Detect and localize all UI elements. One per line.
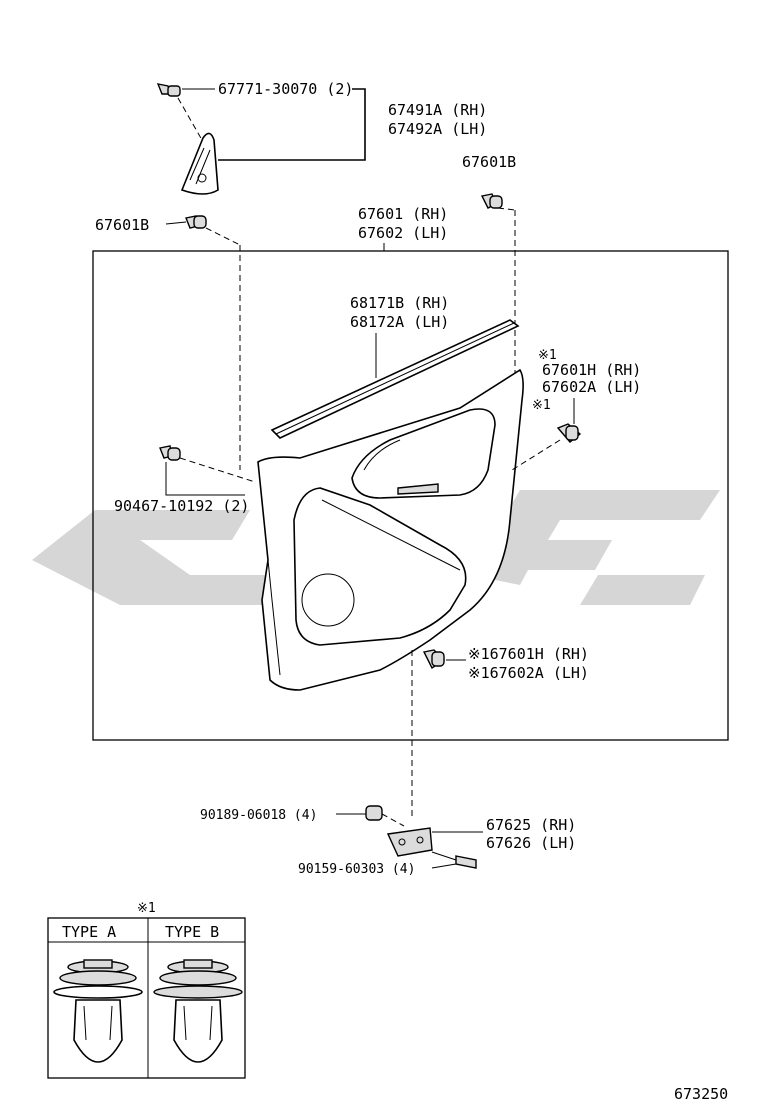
label-weatherstrip-rh: 68171B (RH) bbox=[350, 294, 449, 312]
clip-type-a-icon bbox=[53, 959, 143, 1063]
label-clip-h-lh: 67602A (LH) bbox=[542, 378, 641, 396]
clip-icon bbox=[480, 193, 503, 209]
figure-number: 673250 bbox=[674, 1085, 728, 1103]
label-screw-90159: 90159-60303 (4) bbox=[298, 862, 415, 877]
label-panel-lh: 67602 (LH) bbox=[358, 224, 448, 242]
weatherstrip bbox=[270, 319, 520, 439]
label-bracket-rh: 67625 (RH) bbox=[486, 816, 576, 834]
legend-mark: ※1 bbox=[137, 901, 156, 916]
legend-type-a: TYPE A bbox=[62, 923, 116, 941]
bracket-icon bbox=[386, 827, 433, 857]
door-trim-panel bbox=[257, 368, 524, 691]
label-screw-90467: 90467-10192 (2) bbox=[114, 497, 249, 515]
label-clip-h-rh: 67601H (RH) bbox=[542, 361, 641, 379]
panel-frame bbox=[92, 250, 729, 741]
screw-icon bbox=[431, 851, 477, 869]
nut-icon bbox=[365, 805, 383, 821]
label-pillar-lh: 67492A (LH) bbox=[388, 120, 487, 138]
label-bolt-top: 67771-30070 (2) bbox=[218, 80, 353, 98]
label-mark-1a: ※1 bbox=[538, 348, 557, 363]
clip-icon bbox=[556, 423, 582, 443]
label-clip-67601b-left: 67601B bbox=[95, 216, 149, 234]
label-nut-90189: 90189-06018 (4) bbox=[200, 808, 317, 823]
label-clip-lower-lh: ※167602A (LH) bbox=[468, 664, 589, 682]
label-clip-67601b-right: 67601B bbox=[462, 153, 516, 171]
bolt-icon bbox=[156, 83, 181, 97]
label-bracket-lh: 67626 (LH) bbox=[486, 834, 576, 852]
pillar-bracket-leader bbox=[218, 88, 366, 161]
label-clip-lower-rh: ※167601H (RH) bbox=[468, 645, 589, 663]
clip-type-b-icon bbox=[153, 959, 243, 1063]
screw-icon bbox=[159, 445, 181, 461]
legend-type-b: TYPE B bbox=[165, 923, 219, 941]
label-mark-1b: ※1 bbox=[532, 398, 551, 413]
pillar-garnish bbox=[180, 132, 219, 195]
clip-type-legend bbox=[47, 917, 246, 1079]
clip-icon bbox=[422, 649, 446, 670]
clip-icon bbox=[185, 215, 207, 229]
label-panel-rh: 67601 (RH) bbox=[358, 205, 448, 223]
label-weatherstrip-lh: 68172A (LH) bbox=[350, 313, 449, 331]
label-pillar-rh: 67491A (RH) bbox=[388, 101, 487, 119]
